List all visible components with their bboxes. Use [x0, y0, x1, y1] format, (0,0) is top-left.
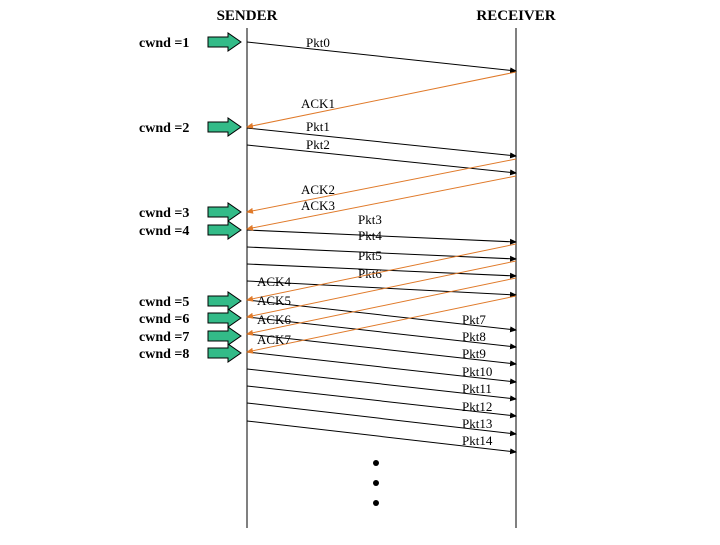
receiver-label: RECEIVER	[476, 8, 555, 24]
packet-label: Pkt14	[462, 433, 493, 448]
ack-label: ACK4	[257, 274, 291, 289]
cwnd-layer: cwnd =1 cwnd =2 cwnd =3 cwnd =4 cwnd =5 cwnd …	[139, 32, 242, 363]
right-arrow-icon	[207, 326, 242, 346]
packet-arrow	[246, 229, 517, 245]
packet-label: Pkt12	[462, 399, 492, 414]
right-arrow-icon	[207, 308, 242, 328]
packet-arrow	[246, 127, 517, 159]
right-arrow-icon	[207, 291, 242, 311]
packet-arrow	[246, 402, 517, 437]
ellipsis-dot	[373, 500, 379, 506]
right-arrow-icon	[207, 343, 242, 363]
ack-arrow	[246, 295, 517, 354]
ack-label: ACK6	[257, 312, 291, 327]
cwnd-label: cwnd =7	[139, 330, 189, 345]
right-arrow-icon	[207, 32, 242, 52]
cwnd-label: cwnd =8	[139, 347, 189, 362]
ellipsis-dot	[373, 460, 379, 466]
packet-label: Pkt0	[306, 35, 330, 50]
packet-label: Pkt5	[358, 248, 382, 263]
packet-arrow	[246, 368, 517, 402]
ack-label: ACK3	[301, 198, 335, 213]
packet-arrow	[246, 263, 517, 279]
packet-arrow	[246, 316, 517, 350]
packet-arrow	[246, 385, 517, 419]
cwnd-label: cwnd =4	[139, 224, 189, 239]
packet-label: Pkt2	[306, 137, 330, 152]
packet-arrow	[246, 351, 517, 385]
right-arrow-icon	[207, 117, 242, 137]
packet-arrow	[246, 144, 517, 176]
packet-label: Pkt7	[462, 312, 486, 327]
cwnd-label: cwnd =3	[139, 206, 189, 221]
packet-label: Pkt9	[462, 346, 486, 361]
ack-arrow	[246, 158, 517, 214]
cwnd-label: cwnd =5	[139, 295, 189, 310]
ack-label: ACK1	[301, 96, 335, 111]
packet-arrow	[246, 333, 517, 367]
ack-arrow	[246, 175, 517, 231]
sender-label: SENDER	[217, 8, 278, 24]
packet-arrow	[246, 420, 517, 455]
cwnd-label: cwnd =1	[139, 36, 189, 51]
packet-label: Pkt13	[462, 416, 492, 431]
packet-label: Pkt3	[358, 212, 382, 227]
ack-arrow	[246, 260, 517, 319]
ack-arrow	[246, 243, 517, 302]
packet-label: Pkt10	[462, 364, 492, 379]
packet-arrow	[246, 246, 517, 262]
ellipsis-dot	[373, 480, 379, 486]
packet-arrow	[246, 280, 517, 298]
cwnd-label: cwnd =2	[139, 121, 189, 136]
right-arrow-icon	[207, 220, 242, 240]
packet-label: Pkt11	[462, 381, 492, 396]
message-layer: Pkt0Pkt1Pkt2Pkt3Pkt4Pkt5Pkt6Pkt7Pkt8Pkt9…	[246, 35, 517, 455]
cwnd-label: cwnd =6	[139, 312, 189, 327]
packet-label: Pkt6	[358, 266, 382, 281]
packet-label: Pkt1	[306, 119, 330, 134]
ack-label: ACK7	[257, 332, 291, 347]
packet-label: Pkt4	[358, 228, 382, 243]
ack-label: ACK2	[301, 182, 335, 197]
ack-arrow	[246, 71, 517, 129]
right-arrow-icon	[207, 202, 242, 222]
packet-arrow	[246, 41, 517, 74]
packet-label: Pkt8	[462, 329, 486, 344]
ack-arrow	[246, 277, 517, 336]
packet-arrow	[246, 299, 517, 333]
ack-label: ACK5	[257, 293, 291, 308]
continuation-dots	[373, 460, 379, 506]
